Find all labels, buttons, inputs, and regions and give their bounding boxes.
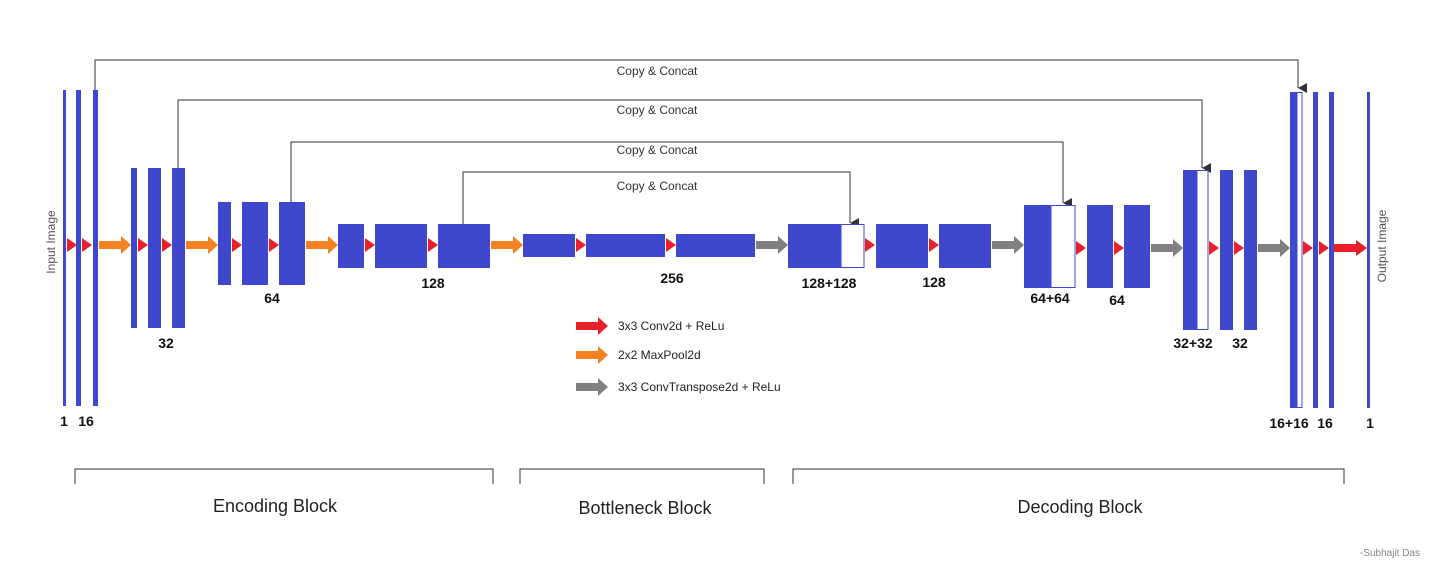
feature-map-e128a (338, 224, 364, 268)
legend-upconv-arrow (576, 378, 608, 396)
legend-pool-arrow (576, 346, 608, 364)
upconv-arrow (1151, 239, 1183, 257)
legend-conv-arrow (576, 317, 608, 335)
conv-arrow (162, 238, 172, 252)
channel-label-d32: 32 (1232, 335, 1248, 351)
channel-label-in1: 1 (60, 413, 68, 429)
feature-map-d64b (1124, 205, 1150, 288)
conv-arrow (1319, 241, 1329, 255)
legend-conv-label: 3x3 Conv2d + ReLu (618, 319, 724, 333)
feature-map-d32a (1220, 170, 1233, 330)
feature-map-d128b (939, 224, 991, 268)
skip-label-3: Copy & Concat (617, 143, 698, 157)
feature-map-e32a (131, 168, 137, 328)
channel-label-b256: 256 (660, 270, 684, 286)
feature-map-e16b (93, 90, 98, 406)
feature-map-d64a (1087, 205, 1113, 288)
feature-map-d64-copy (1050, 205, 1076, 288)
feature-map-e32b (148, 168, 161, 328)
feature-map-e64c (279, 202, 305, 285)
conv-arrow (865, 238, 875, 252)
conv-arrow (82, 238, 92, 252)
channel-label-d16c: 16+16 (1269, 415, 1309, 431)
final-conv-arrow (1334, 240, 1367, 256)
channel-label-d64c: 64+64 (1030, 290, 1070, 306)
conv-arrow (365, 238, 375, 252)
channel-label-d64: 64 (1109, 292, 1125, 308)
feature-map-e64a (218, 202, 231, 285)
feature-map-d16b (1329, 92, 1334, 408)
conv-arrow (929, 238, 939, 252)
feature-map-d32b (1244, 170, 1257, 330)
conv-arrow (138, 238, 148, 252)
feature-map-e16a (76, 90, 81, 406)
pool-arrow (186, 236, 218, 254)
feature-map-d64-up (1024, 205, 1051, 288)
pool-arrow (491, 236, 523, 254)
feature-map-b256a (523, 234, 575, 257)
bottleneck-block-label: Bottleneck Block (578, 498, 712, 518)
decoding-bracket (792, 468, 1345, 484)
feature-map-d128-up (788, 224, 841, 268)
upconv-arrow (992, 236, 1024, 254)
upconv-arrow (1258, 239, 1290, 257)
feature-map-b256b (586, 234, 665, 257)
output-image-label: Output Image (1375, 209, 1389, 282)
conv-arrow (67, 238, 77, 252)
legend-upconv-label: 3x3 ConvTranspose2d + ReLu (618, 380, 781, 394)
channel-label-e64: 64 (264, 290, 280, 306)
conv-arrow (666, 238, 676, 252)
conv-arrow (1234, 241, 1244, 255)
decoding-block-label: Decoding Block (1017, 497, 1143, 517)
conv-arrow (576, 238, 586, 252)
legend: 3x3 Conv2d + ReLu 2x2 MaxPool2d 3x3 Conv… (576, 317, 781, 396)
skip-connection-2 (177, 99, 1211, 173)
encoding-bracket (74, 468, 494, 484)
channel-label-in16: 16 (78, 413, 94, 429)
input-image-label: Input Image (44, 210, 58, 274)
upconv-arrow (756, 236, 788, 254)
conv-arrow (269, 238, 279, 252)
conv-arrow (232, 238, 242, 252)
channel-label-e32: 32 (158, 335, 174, 351)
feature-map-e128b (375, 224, 427, 268)
feature-map-d128-copy (840, 224, 865, 268)
skip-connection-4 (462, 171, 859, 228)
skip-label-2: Copy & Concat (617, 103, 698, 117)
conv-arrow (428, 238, 438, 252)
author-signature: -Subhajit Das (1360, 548, 1420, 559)
legend-pool-label: 2x2 MaxPool2d (618, 348, 701, 362)
conv-arrow (1209, 241, 1219, 255)
feature-map-output (1367, 92, 1370, 408)
feature-map-d32-copy (1196, 170, 1209, 330)
conv-arrow (1076, 241, 1086, 255)
channel-label-d32c: 32+32 (1173, 335, 1213, 351)
skip-label-4: Copy & Concat (617, 179, 698, 193)
bottleneck-bracket (519, 468, 765, 484)
skip-connection-3 (290, 141, 1072, 208)
feature-map-d128a (876, 224, 928, 268)
feature-map-d16-copy (1296, 92, 1303, 408)
skip-connection-1 (94, 59, 1307, 93)
channel-label-out1: 1 (1366, 415, 1374, 431)
channel-label-d16: 16 (1317, 415, 1333, 431)
pool-arrow (306, 236, 338, 254)
feature-map-d16a (1313, 92, 1318, 408)
feature-map-d32-up (1183, 170, 1197, 330)
channel-label-e128: 128 (421, 275, 445, 291)
channel-label-d128c: 128+128 (802, 275, 857, 291)
feature-map-e128c (438, 224, 490, 268)
pool-arrow (99, 236, 131, 254)
feature-map-input (63, 90, 66, 406)
conv-arrow (1303, 241, 1313, 255)
encoding-block-label: Encoding Block (213, 496, 338, 516)
feature-map-e32c (172, 168, 185, 328)
feature-map-d16-up (1290, 92, 1297, 408)
feature-map-b256c (676, 234, 755, 257)
feature-map-e64b (242, 202, 268, 285)
skip-label-1: Copy & Concat (617, 64, 698, 78)
conv-arrow (1114, 241, 1124, 255)
channel-label-d128: 128 (922, 274, 946, 290)
